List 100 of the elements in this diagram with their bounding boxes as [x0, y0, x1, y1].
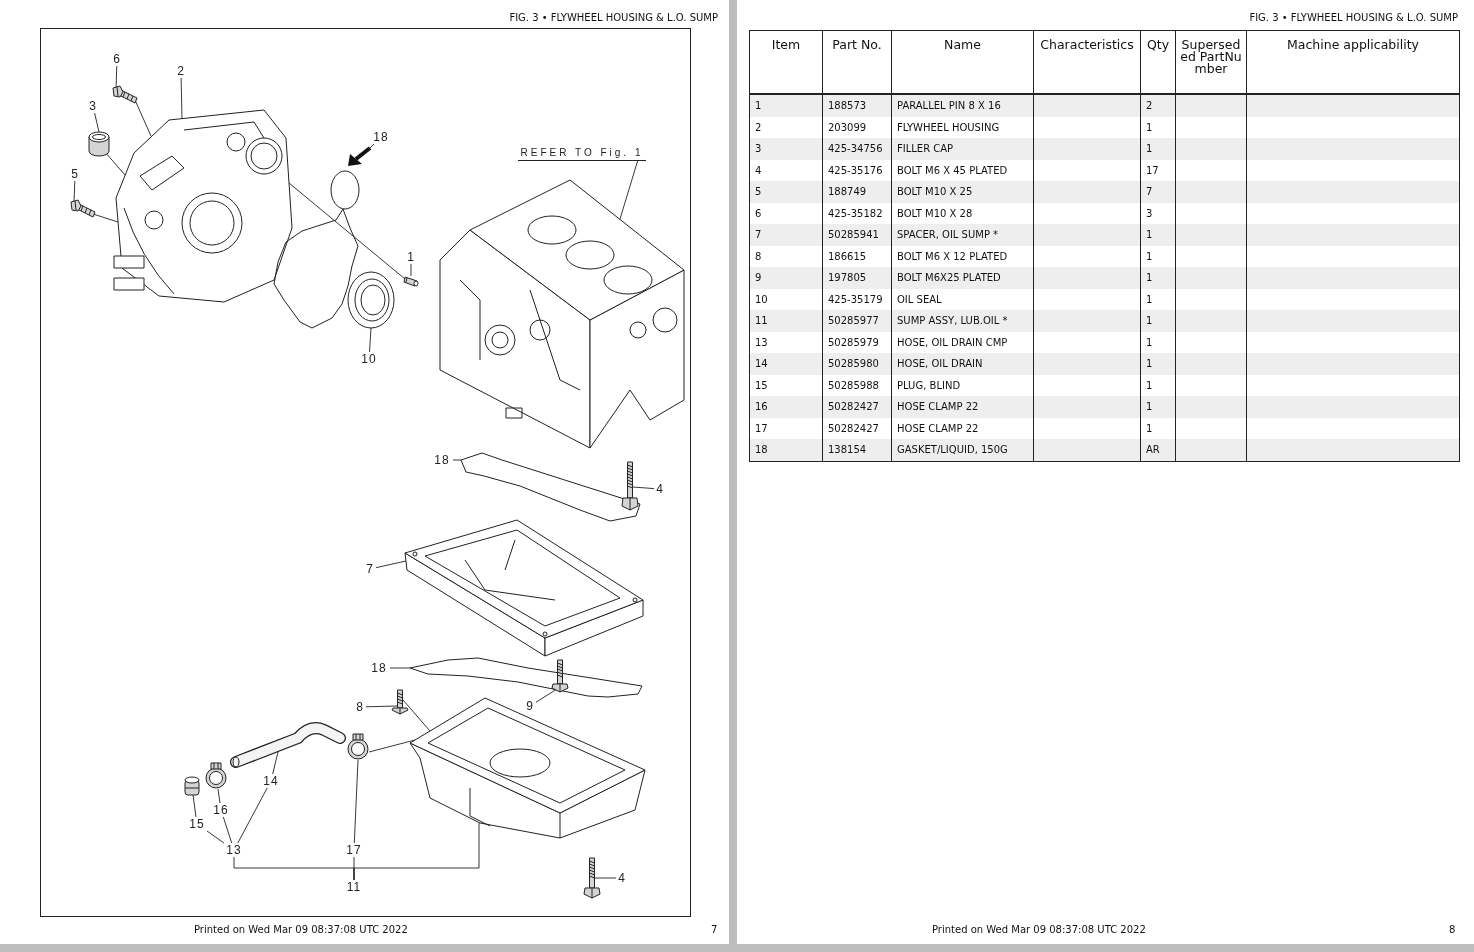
filler-cap-drawing	[86, 130, 112, 158]
callout-number: 9	[524, 699, 536, 713]
oil-sump-drawing	[410, 698, 645, 838]
gasket-drawing	[460, 452, 641, 522]
engine-block-drawing	[440, 180, 684, 450]
leader-line	[134, 99, 152, 137]
leader-line	[180, 77, 183, 120]
leader-line	[389, 667, 411, 669]
column-header: Characteristics	[1034, 31, 1141, 93]
quantity: AR	[1141, 439, 1176, 461]
leader-line	[353, 822, 480, 881]
part-number: 188749	[823, 181, 892, 203]
item-number: 11	[750, 310, 823, 332]
callout-number: 4	[616, 871, 628, 885]
oil-seal-drawing	[346, 270, 396, 330]
quantity: 7	[1141, 181, 1176, 203]
part-number: 50285941	[823, 224, 892, 246]
hose-clamp-drawing	[202, 762, 230, 790]
leader-line	[222, 816, 233, 844]
callout-number: 15	[186, 817, 208, 831]
column-header: Name	[892, 31, 1034, 93]
figure-title: FIG. 3 • FLYWHEEL HOUSING & L.O. SUMP	[509, 12, 718, 23]
part-name: BOLT M10 X 25	[892, 181, 1034, 203]
item-number: 16	[750, 396, 823, 418]
callout-number: 13	[223, 843, 245, 857]
leader-line	[619, 159, 639, 220]
quantity: 1	[1141, 224, 1176, 246]
leader-line	[369, 143, 375, 149]
item-number: 3	[750, 138, 823, 160]
pin-drawing	[404, 276, 418, 286]
column-header: Qty	[1141, 31, 1176, 93]
leader-line	[237, 787, 268, 844]
part-number: 138154	[823, 439, 892, 461]
leader-line	[353, 759, 359, 844]
quantity: 1	[1141, 310, 1176, 332]
part-name: SUMP ASSY, LUB.OIL *	[892, 310, 1034, 332]
leader-line	[192, 794, 197, 818]
page-number: 7	[711, 924, 718, 935]
item-number: 7	[750, 224, 823, 246]
leader-line	[206, 830, 225, 844]
column-header: Item	[750, 31, 823, 93]
bolt-drawing	[584, 858, 600, 898]
leader-line	[410, 263, 412, 277]
quantity: 1	[1141, 267, 1176, 289]
leader-line	[115, 65, 118, 90]
part-number: 50282427	[823, 396, 892, 418]
leader-line	[402, 699, 431, 732]
part-name: GASKET/LIQUID, 150G	[892, 439, 1034, 461]
item-number: 9	[750, 267, 823, 289]
callout-number: 4	[654, 482, 666, 496]
callout-number: 5	[69, 167, 81, 181]
callout-number: 10	[357, 352, 381, 366]
leader-line	[594, 877, 617, 879]
figure-title: FIG. 3 • FLYWHEEL HOUSING & L.O. SUMP	[1249, 12, 1458, 23]
part-name: FILLER CAP	[892, 138, 1034, 160]
leader-line	[632, 486, 655, 490]
callout-number: 17	[343, 843, 365, 857]
part-name: BOLT M6X25 PLATED	[892, 267, 1034, 289]
plug-drawing	[182, 776, 202, 798]
callout-number: 6	[111, 52, 123, 66]
print-date: Printed on Wed Mar 09 08:37:08 UTC 2022	[194, 924, 408, 935]
item-number: 14	[750, 353, 823, 375]
callout-number: 1	[405, 250, 417, 264]
leader-line	[535, 688, 558, 703]
gasket-drawing	[408, 658, 644, 698]
item-number: 18	[750, 439, 823, 461]
flywheel-housing-drawing	[114, 108, 294, 304]
callout-number: 11	[343, 880, 365, 894]
callout-number: 8	[354, 700, 366, 714]
part-name: HOSE CLAMP 22	[892, 396, 1034, 418]
leader-line	[73, 180, 76, 203]
bolt-drawing	[392, 690, 408, 714]
part-name: SPACER, OIL SUMP *	[892, 224, 1034, 246]
callout-number: 18	[371, 130, 391, 144]
callout-number: 7	[364, 562, 376, 576]
part-number: 50285977	[823, 310, 892, 332]
leader-line	[92, 213, 119, 223]
callout-number: 14	[260, 774, 282, 788]
quantity: 2	[1141, 95, 1176, 117]
callout-number: 2	[175, 64, 187, 78]
print-date: Printed on Wed Mar 09 08:37:08 UTC 2022	[932, 924, 1146, 935]
callout-number: 18	[431, 453, 453, 467]
column-header: Machine applicability	[1286, 36, 1420, 54]
part-name: PARALLEL PIN 8 X 16	[892, 95, 1034, 117]
item-number: 5	[750, 181, 823, 203]
leader-line	[369, 327, 372, 353]
item-number: 1	[750, 95, 823, 117]
leader-line	[272, 751, 279, 775]
leader-line	[375, 560, 407, 569]
bolt-drawing	[622, 462, 638, 510]
column-header: Superseded PartNumber	[1176, 31, 1247, 93]
leader-line	[94, 112, 100, 133]
part-number: 50285980	[823, 353, 892, 375]
callout-number: 3	[87, 99, 99, 113]
part-name: HOSE, OIL DRAIN	[892, 353, 1034, 375]
column-header: Part No.	[823, 31, 892, 93]
part-number: 425-34756	[823, 138, 892, 160]
reference-note: REFER TO Fig. 1	[518, 146, 646, 161]
page-number: 8	[1449, 924, 1456, 935]
leader-line	[365, 705, 398, 708]
